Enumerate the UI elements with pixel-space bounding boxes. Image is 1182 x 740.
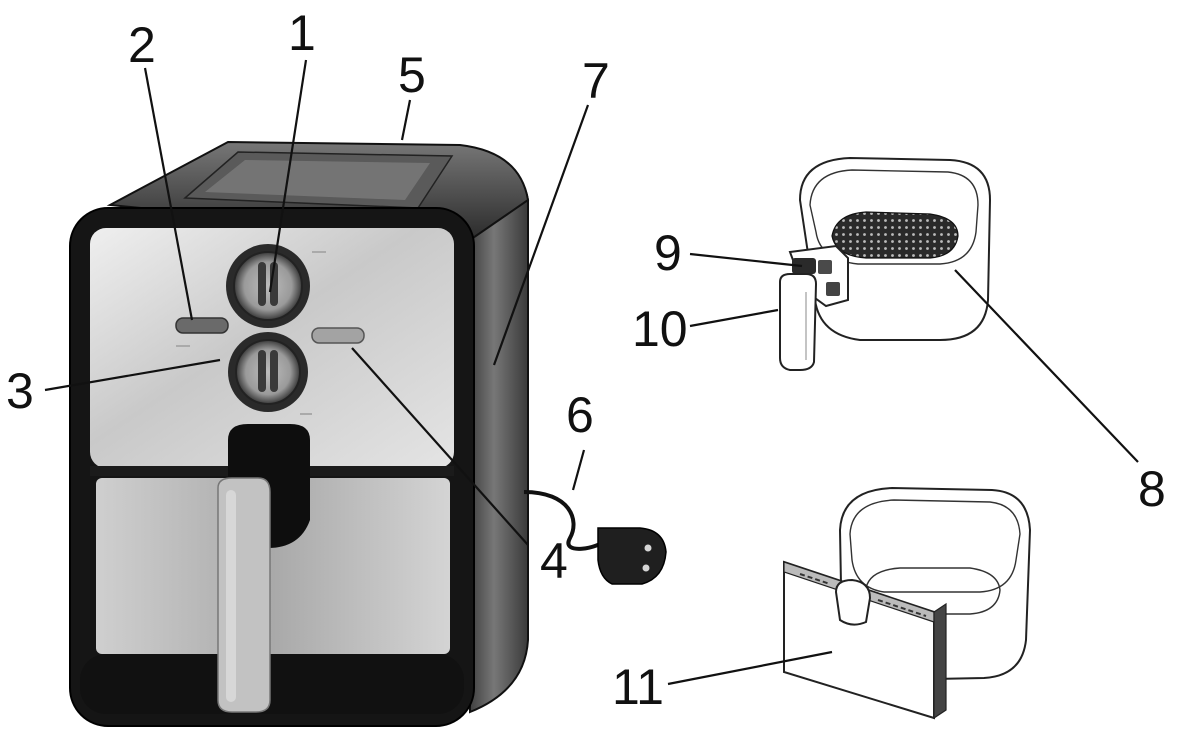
callout-10: 10 bbox=[632, 301, 688, 357]
callout-2: 2 bbox=[128, 17, 156, 73]
leader-line-5 bbox=[400, 99, 412, 141]
leader-line-4 bbox=[351, 347, 529, 546]
pan-slot-line bbox=[799, 573, 831, 585]
leader-line-2 bbox=[143, 67, 194, 321]
drawer-handle bbox=[217, 477, 271, 713]
leader-line-10 bbox=[689, 308, 779, 328]
callout-1: 1 bbox=[288, 5, 316, 61]
callout-6: 6 bbox=[566, 387, 594, 443]
temperature-knob bbox=[228, 332, 308, 412]
bracket-clip bbox=[826, 282, 840, 296]
handle-highlight bbox=[226, 490, 236, 702]
timer-knob bbox=[226, 244, 310, 328]
button-cover bbox=[818, 260, 832, 274]
air-outlet-glare bbox=[205, 160, 430, 200]
leader-line-3 bbox=[44, 358, 221, 392]
power-cord bbox=[523, 490, 607, 551]
power-plug bbox=[597, 527, 667, 585]
drawer-front bbox=[96, 478, 450, 654]
leader-line-8 bbox=[954, 269, 1139, 463]
leader-line-11 bbox=[667, 650, 833, 686]
basket-mesh-bottom bbox=[831, 211, 959, 259]
leader-line-6 bbox=[571, 449, 586, 491]
pan-rim bbox=[849, 499, 1021, 593]
heating-indicator-light bbox=[311, 327, 365, 344]
callout-7: 7 bbox=[582, 53, 610, 109]
callout-9: 9 bbox=[654, 225, 682, 281]
pan-slot-line bbox=[877, 599, 927, 617]
leader-line-9 bbox=[689, 252, 803, 268]
plug-pin bbox=[644, 544, 652, 552]
power-indicator-light bbox=[175, 317, 229, 334]
callout-8: 8 bbox=[1138, 461, 1166, 517]
frying-pan bbox=[783, 486, 1032, 720]
callout-11: 11 bbox=[612, 659, 664, 715]
plug-pin bbox=[642, 564, 650, 572]
leader-line-7 bbox=[492, 104, 590, 366]
base-band bbox=[80, 654, 464, 714]
air-fryer-body bbox=[69, 140, 530, 727]
frying-basket bbox=[779, 156, 992, 371]
callout-5: 5 bbox=[398, 47, 426, 103]
pan-front-side bbox=[933, 602, 947, 720]
callout-labels: 1 2 3 4 5 6 7 8 9 10 11 bbox=[6, 5, 1166, 715]
basket-handle bbox=[779, 273, 818, 371]
callout-3: 3 bbox=[6, 363, 34, 419]
handle-release-button bbox=[792, 258, 816, 274]
power-cord-and-plug bbox=[523, 490, 667, 585]
leader-line-1 bbox=[268, 59, 308, 293]
callout-4: 4 bbox=[540, 533, 568, 589]
handle-mount-slot bbox=[834, 578, 872, 626]
leader-lines bbox=[44, 59, 1139, 686]
